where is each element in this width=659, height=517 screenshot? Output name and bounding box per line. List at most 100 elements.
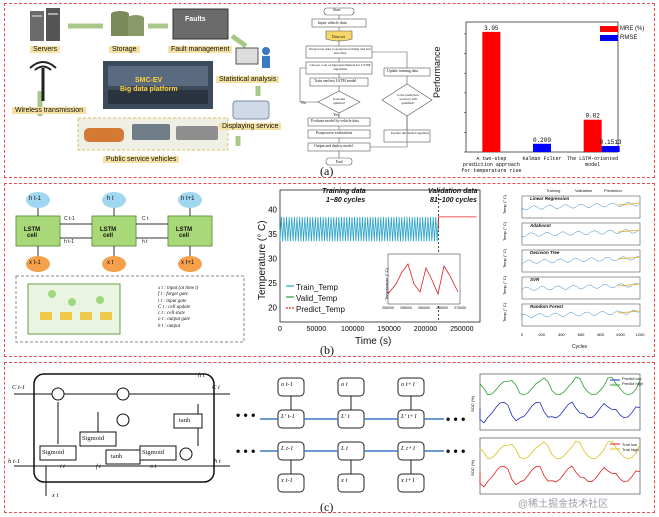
flow-evaluate: Evaluate model by vehicle data	[311, 119, 359, 123]
panel-a	[4, 3, 655, 178]
category-label: A two-step	[476, 156, 506, 162]
gate-legend-line: c t : cell state	[158, 311, 185, 317]
bilstm-node-label: x t-1	[281, 477, 293, 484]
validation-data-label: Validation data	[428, 188, 478, 195]
bilstm-node-label: x t	[341, 477, 348, 484]
small-pred-series	[617, 256, 641, 260]
x-tick-label: 250000	[450, 326, 473, 333]
flow-optimal: Is model optimal?	[332, 97, 346, 105]
soc-legend-true-high: True high	[622, 447, 639, 452]
bilstm-node-label: L' t	[341, 413, 350, 420]
predict-series	[438, 216, 477, 230]
ellipsis-right: • • •	[446, 412, 466, 426]
panel-b	[4, 183, 655, 357]
x-tick-label: 0	[278, 326, 282, 333]
bilstm-node-label: L t-1	[281, 445, 294, 452]
bilstm-node-label: o t	[341, 381, 348, 388]
true-low-series	[479, 465, 641, 488]
gate-legend-line: h t : output	[158, 323, 181, 329]
value-label: 0.82	[585, 113, 600, 120]
soc-frame	[479, 437, 641, 495]
training-cycles-label: 1~80 cycles	[326, 197, 366, 204]
c-c-prev: C t-1	[12, 384, 26, 391]
gate-legend-line: C t : cell update	[158, 304, 191, 310]
model-comparison-charts: Temp (° C)Temp (° C)Temp (° C)Temp (° C)…	[502, 194, 646, 337]
flow-choose: Choose a set of hyperparameters for LSTM…	[309, 63, 371, 71]
computer-icon	[235, 47, 270, 68]
storage-icon	[111, 11, 144, 36]
small-title-1: Adaboost	[530, 223, 551, 228]
flow-start: Start	[333, 7, 341, 12]
small-x-tick: 0	[521, 332, 524, 337]
inset-ylabel: Temperature (° C)	[384, 268, 389, 300]
storage-label: Storage	[109, 46, 140, 53]
b-h-cur: h t	[107, 196, 114, 202]
panel-b-label: (b)	[320, 343, 334, 357]
gate-legend-line: o t : output gate	[158, 317, 190, 323]
category-label: Kalman Filter	[522, 156, 561, 162]
y-tick-label: 30	[268, 254, 277, 263]
b-hh-prev: h t-1	[64, 239, 75, 245]
small-x-tick: 1200	[636, 332, 646, 337]
inset-frame	[387, 253, 461, 305]
small-x-tick: 600	[578, 332, 585, 337]
small-ylabel: Temp (° C)	[502, 275, 507, 295]
chart-a-ylabel: Performance	[432, 46, 442, 98]
small-frame	[521, 222, 641, 246]
public-service-vehicles-label: Public service vehicles	[103, 156, 180, 163]
c-tanh-1: tanh	[111, 453, 123, 460]
y-tick-label: 40	[268, 206, 277, 215]
y-tick-label: 35	[268, 230, 277, 239]
value-label: 0.1513	[600, 139, 622, 146]
small-train-series	[521, 229, 640, 239]
x-tick-label: 100000	[341, 326, 364, 333]
bilstm-node-label: o t+1	[401, 381, 416, 388]
bilstm-node-label: x t+1	[401, 477, 415, 484]
flow-predictive: Is the prediction accuracy still qualifi…	[397, 93, 419, 105]
inset-x-tick: 265000	[436, 306, 448, 310]
legend-swatch-mre	[600, 26, 618, 32]
bilstm-diagram	[260, 377, 444, 493]
chart-a-legend-rmse: RMSE	[620, 35, 638, 41]
small-ylabel: Temp (° C)	[502, 221, 507, 241]
statistical-analysis-label: Statistical analysis	[216, 76, 280, 83]
category-label: prediction approach	[463, 162, 520, 168]
gate-legend-line: i t : input gate	[158, 298, 187, 304]
temp-legend-predict: Predict_Temp	[296, 305, 345, 314]
small-x-tick: 200	[538, 332, 545, 337]
lstm-cell-diagram	[14, 373, 230, 496]
taxi-icon	[84, 128, 124, 142]
category-label: model	[585, 162, 600, 168]
flow-update-training: Update training data	[387, 69, 418, 73]
soc-charts: SOC (%)SOC (%)	[470, 373, 641, 495]
flow-no: No	[301, 100, 306, 105]
predict-high-series	[479, 376, 641, 396]
c-o-t: o t	[150, 464, 157, 470]
temp-legend-valid: Valid_Temp	[296, 294, 338, 303]
small-title-0: Linear Regression	[530, 196, 570, 201]
c-sigmoid-1: Sigmoid	[42, 449, 65, 456]
small-legend-validation: Validation	[575, 188, 593, 193]
b-c-cur: C t	[142, 216, 149, 222]
small-title-3: SVR	[530, 277, 540, 282]
soc-ylabel-bottom: SOC (%)	[470, 459, 475, 476]
train-series	[279, 216, 439, 242]
small-train-series	[521, 202, 640, 212]
value-label: 3.05	[484, 25, 499, 32]
c-sigmoid-2: Sigmoid	[82, 435, 105, 442]
gate-legend-line: x t : input (at time t)	[158, 286, 199, 291]
b-x-next: x t+1	[181, 260, 195, 266]
small-pred-series	[617, 283, 641, 287]
bus-icon	[132, 124, 170, 140]
ellipsis-left: • • •	[236, 408, 256, 422]
b-cell-2: LSTM cell	[99, 227, 117, 239]
small-frame	[521, 276, 641, 300]
bilstm-node-label: L t	[341, 445, 348, 452]
truck-icon	[176, 126, 218, 140]
flow-output: Output and deploy model	[314, 144, 353, 148]
panel-c-label: (c)	[320, 500, 334, 514]
soc-legend-predict-low: Predict low	[622, 376, 642, 381]
soc-legend-true-low: True low	[622, 442, 638, 447]
wireless-tower-icon	[29, 61, 57, 101]
b-cell-1: LSTM cell	[23, 227, 41, 239]
